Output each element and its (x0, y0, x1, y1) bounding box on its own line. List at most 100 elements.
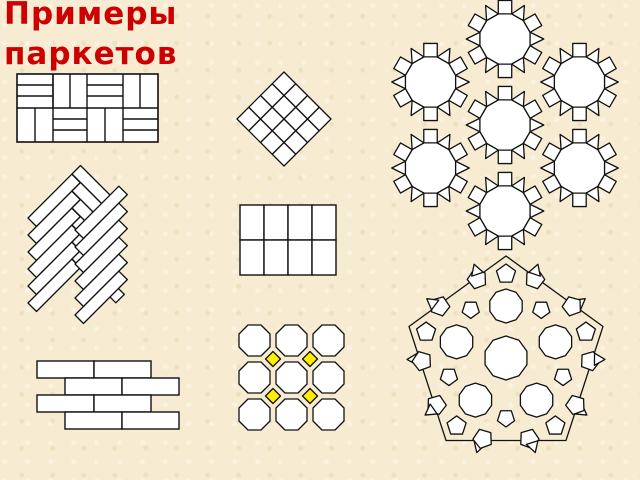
triangle (424, 403, 438, 416)
grid-cell (311, 204, 337, 241)
dodecagon-tiling (391, 0, 619, 251)
triangle (585, 185, 600, 203)
octagon (275, 361, 308, 394)
brick (36, 394, 95, 413)
brick-parquet (36, 360, 180, 430)
triangle (559, 99, 574, 117)
pentagon (495, 263, 517, 283)
square (497, 171, 513, 187)
decagon (489, 288, 523, 324)
highlighted-square (301, 387, 319, 405)
square (467, 99, 488, 119)
plank (74, 202, 128, 257)
square (597, 142, 617, 162)
pentagon (411, 350, 432, 372)
decagon (519, 382, 554, 418)
triangle (511, 56, 526, 74)
triangle (603, 160, 619, 176)
square (448, 142, 468, 162)
square (467, 45, 488, 65)
pentagon (545, 415, 566, 435)
herringbone-parquet (27, 164, 128, 325)
triangle (511, 4, 526, 22)
plank (74, 253, 128, 308)
octagon-square-tiling (238, 324, 345, 431)
triangle (484, 4, 499, 22)
square (448, 88, 468, 108)
triangle (410, 47, 425, 65)
dodecagon (479, 99, 531, 151)
pentagon (461, 301, 480, 320)
triangle (484, 90, 499, 108)
square (522, 13, 543, 33)
pentagon (532, 301, 551, 320)
square (393, 56, 413, 76)
square (542, 56, 562, 76)
pentagon (415, 321, 437, 341)
dodecagon (404, 56, 457, 108)
square (542, 142, 562, 162)
triangle (426, 298, 440, 311)
slide-title: Примеры паркетов (4, 0, 178, 72)
highlighted-square (301, 350, 319, 368)
rectangle-block-parquet (16, 73, 159, 143)
brick (121, 377, 180, 396)
dodecagon (553, 56, 606, 108)
brick (93, 360, 152, 379)
highlighted-square (264, 387, 282, 405)
octagon (312, 398, 345, 431)
grid-cell (263, 204, 289, 241)
plank (74, 219, 128, 274)
decagon (439, 324, 474, 360)
diagonal-square-grid (236, 71, 332, 167)
plank (74, 270, 128, 325)
octagon (312, 324, 345, 357)
grid-cell (239, 239, 265, 276)
triangle (454, 74, 470, 90)
triangle (484, 56, 499, 74)
square (522, 99, 543, 119)
triangle (484, 142, 499, 160)
square (497, 149, 513, 165)
square (597, 56, 617, 76)
triangle (436, 99, 451, 117)
pentagon (565, 394, 585, 416)
square (572, 42, 587, 58)
grid-line (271, 106, 320, 155)
triangle (465, 117, 481, 133)
octagon (238, 361, 271, 394)
square (423, 192, 438, 208)
square (467, 185, 488, 205)
triangle (465, 203, 481, 219)
triangle (454, 160, 470, 176)
triangle (525, 440, 539, 454)
square (597, 88, 617, 108)
plank (74, 185, 128, 240)
square (542, 174, 562, 194)
grid-cell (311, 239, 337, 276)
square (497, 85, 513, 101)
square (572, 128, 587, 144)
dodecagon (404, 142, 457, 194)
square (572, 106, 587, 122)
brick (64, 411, 123, 430)
brick (36, 360, 95, 379)
square (393, 88, 413, 108)
triangle (511, 228, 526, 246)
square (522, 45, 543, 65)
triangle (559, 133, 574, 151)
square (522, 217, 543, 237)
triangle (529, 203, 545, 219)
outline (408, 255, 604, 442)
triangle (585, 133, 600, 151)
triangle (603, 74, 619, 90)
pentagon (575, 321, 597, 341)
brick (64, 377, 123, 396)
triangle (511, 90, 526, 108)
triangle (436, 185, 451, 203)
grid-line (260, 95, 308, 143)
grid-cell (287, 204, 313, 241)
square (467, 131, 488, 151)
triangle (465, 31, 481, 47)
